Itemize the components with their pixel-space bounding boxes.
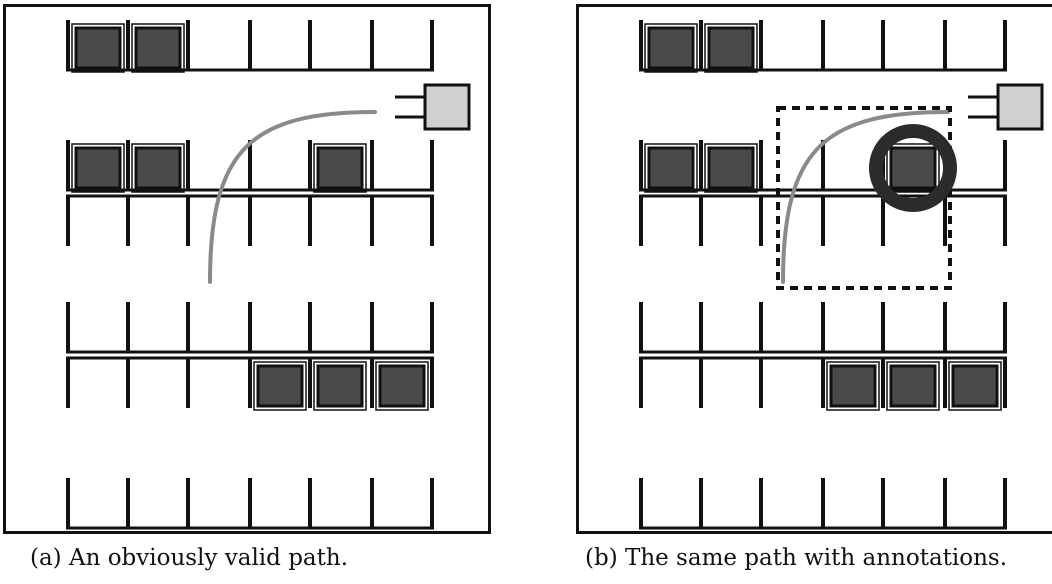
- parked-car-outline: [886, 361, 940, 411]
- parking-row-3: [639, 302, 1007, 354]
- planned-path: [781, 110, 950, 284]
- parked-car-outline: [886, 143, 940, 193]
- parked-car-outline: [826, 361, 880, 411]
- parking-row-5: [639, 478, 1007, 530]
- parked-car: [647, 26, 695, 70]
- ego-car: [423, 83, 471, 131]
- parked-car: [256, 364, 304, 408]
- parked-car: [134, 26, 182, 70]
- parking-row-2: [639, 194, 1007, 246]
- parked-car-outline: [71, 23, 125, 73]
- parking-row-5: [66, 478, 434, 530]
- parking-row-2: [66, 194, 434, 246]
- panel-frame: [3, 4, 491, 534]
- parked-car: [134, 146, 182, 190]
- parked-car-outline: [375, 361, 429, 411]
- caption-panel-b: (b) The same path with annotations.: [585, 545, 1008, 571]
- panel-b: [576, 4, 1052, 534]
- planned-path: [208, 110, 377, 284]
- parked-car-outline: [644, 23, 698, 73]
- parked-car: [889, 146, 937, 190]
- parked-car-outline: [644, 143, 698, 193]
- parked-car: [316, 146, 364, 190]
- parking-row-4: [66, 356, 434, 408]
- parked-car: [829, 364, 877, 408]
- parking-row-0: [639, 20, 1007, 72]
- parked-car-outline: [71, 143, 125, 193]
- parking-row-3: [66, 302, 434, 354]
- parked-car-outline: [313, 143, 367, 193]
- parked-car: [889, 364, 937, 408]
- parked-car-outline: [131, 143, 185, 193]
- parked-car: [74, 146, 122, 190]
- parking-row-0: [66, 20, 434, 72]
- parked-car: [74, 26, 122, 70]
- caption-panel-a: (a) An obviously valid path.: [30, 545, 349, 571]
- parked-car: [951, 364, 999, 408]
- parked-car: [707, 146, 755, 190]
- annotation-highlight-ring: [869, 124, 957, 212]
- parked-car-outline: [704, 143, 758, 193]
- parked-car-outline: [948, 361, 1002, 411]
- ego-car: [996, 83, 1044, 131]
- parked-car: [647, 146, 695, 190]
- annotation-dashed-box: [776, 106, 952, 290]
- parking-row-4: [639, 356, 1007, 408]
- panel-a: [3, 4, 491, 534]
- parked-car-outline: [253, 361, 307, 411]
- parked-car-outline: [131, 23, 185, 73]
- parked-car: [378, 364, 426, 408]
- panel-frame: [576, 4, 1052, 534]
- parked-car-outline: [313, 361, 367, 411]
- parked-car-outline: [704, 23, 758, 73]
- parking-row-1: [66, 140, 434, 192]
- parked-car: [707, 26, 755, 70]
- parked-car: [316, 364, 364, 408]
